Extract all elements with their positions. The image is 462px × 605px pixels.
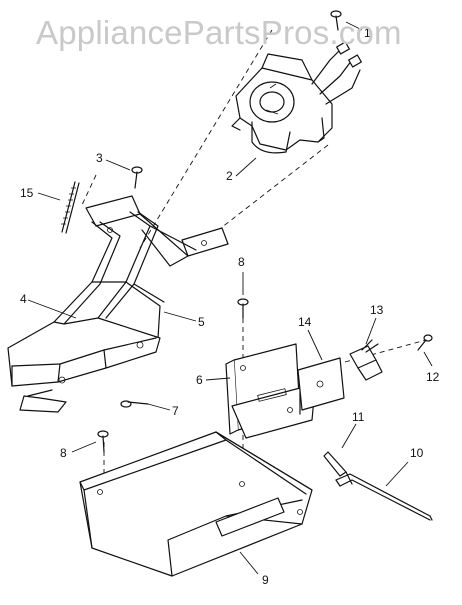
callout-1: 1	[364, 26, 371, 40]
callout-14: 14	[298, 315, 312, 329]
callout-labels: 1 2 3 4 5 6 7 8 8 9 10 11 12 13 14 15	[20, 26, 440, 587]
callout-12: 12	[426, 370, 440, 384]
callout-6: 6	[196, 373, 203, 387]
part-2-leader	[235, 157, 257, 177]
part-1-screw	[330, 10, 363, 31]
callout-11: 11	[352, 410, 365, 424]
part-13-switch	[349, 317, 383, 381]
callout-8-lower: 8	[60, 446, 67, 460]
callout-5: 5	[198, 315, 205, 329]
callout-3: 3	[96, 151, 103, 165]
callout-4: 4	[20, 292, 27, 306]
callout-15: 15	[20, 186, 34, 200]
part-10-rod	[335, 461, 433, 521]
part-8-upper-screw	[237, 272, 249, 319]
part-8-lower-screw	[71, 430, 109, 453]
part-12-screw	[417, 334, 433, 367]
callout-10: 10	[410, 446, 424, 460]
watermark: AppliancePartsPros.com	[36, 14, 402, 51]
part-3-screw	[105, 159, 143, 189]
part-4-5-slide-frame	[7, 195, 229, 413]
part-2-timer-motor	[231, 41, 362, 154]
part-7-screw	[120, 400, 171, 411]
callout-8-upper: 8	[238, 255, 245, 269]
part-9-tray	[79, 431, 313, 577]
callout-7: 7	[172, 404, 179, 418]
part-11-rod	[323, 423, 357, 485]
part-15-spring	[37, 181, 80, 234]
callout-13: 13	[370, 303, 384, 317]
part-14-plate	[297, 329, 345, 411]
callout-9: 9	[262, 573, 269, 587]
part-6-bracket	[205, 343, 315, 439]
callout-2: 2	[226, 169, 233, 183]
